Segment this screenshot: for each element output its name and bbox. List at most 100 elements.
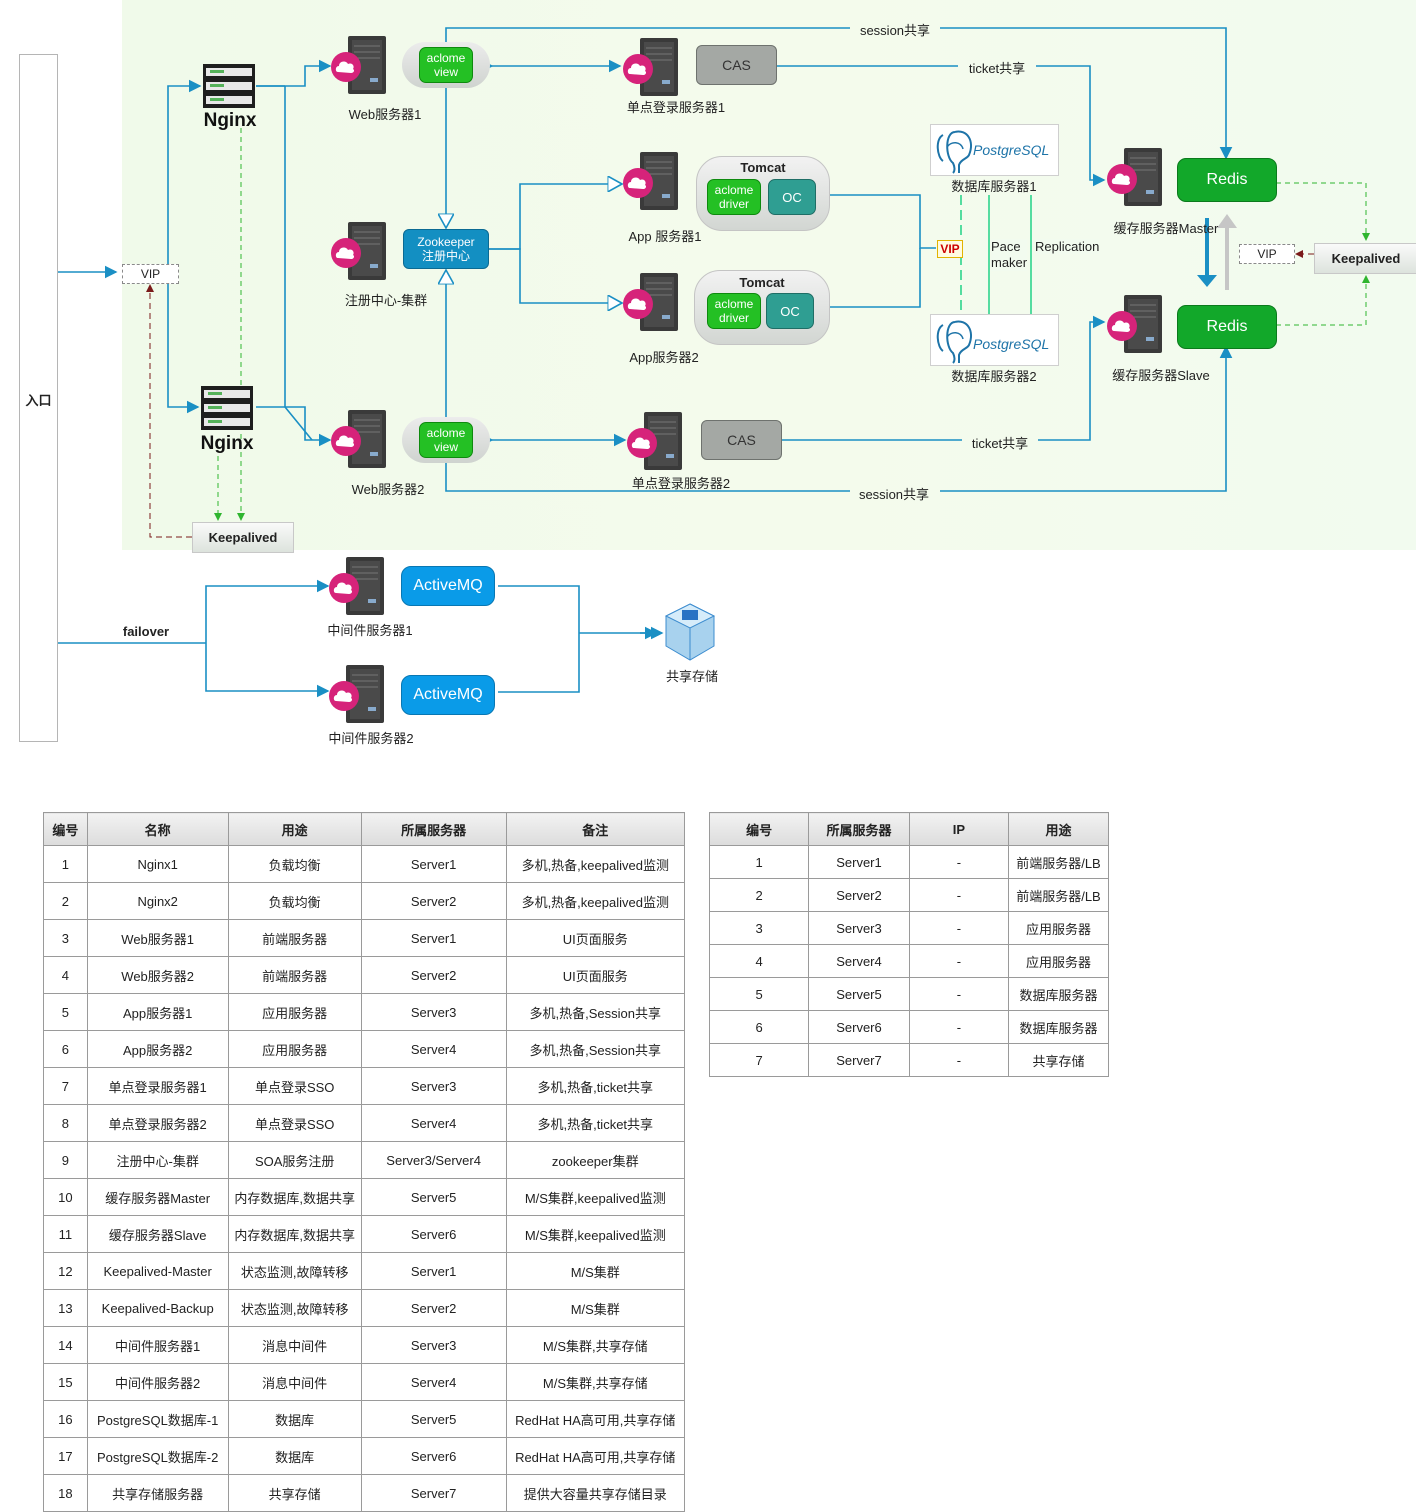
nginx1-rack-icon (202, 63, 256, 109)
component-table-cell: Server3 (360, 993, 507, 1031)
server-table-cell: 3 (708, 911, 810, 945)
server-table-header-cell: 编号 (708, 812, 810, 846)
component-table-cell: Server2 (360, 956, 507, 994)
component-table-cell: 内存数据库,数据共享 (227, 1215, 362, 1253)
db1-postgresql-logo: PostgreSQL (930, 124, 1059, 176)
component-table-cell: 单点登录SSO (227, 1104, 362, 1142)
component-table-cell: 单点登录服务器1 (86, 1067, 229, 1105)
app2-label: App服务器2 (629, 350, 699, 365)
ticket-share-bottom-label: ticket共享 (971, 436, 1029, 451)
component-table-cell: Keepalived-Backup (86, 1289, 229, 1327)
cache-slave-server-icon (1106, 293, 1172, 358)
session-share-bottom-label: session共享 (858, 487, 930, 502)
server-table-cell: Server5 (808, 977, 910, 1011)
pacemaker-label: Pace maker (991, 239, 1028, 271)
elephant-icon (936, 320, 973, 364)
architecture-diagram: 入口 (19, 0, 1416, 746)
component-table-cell: Server3 (360, 1067, 507, 1105)
cache-slave-label: 缓存服务器Slave (1112, 368, 1210, 383)
redis-slave: Redis (1177, 305, 1277, 349)
component-table-cell: 负载均衡 (227, 882, 362, 920)
component-table-cell: Web服务器1 (86, 919, 229, 957)
sso2-server-icon (626, 410, 692, 475)
component-table-cell: Server4 (360, 1104, 507, 1142)
component-table-header-cell: 名称 (86, 812, 229, 846)
failover-label: failover (122, 624, 170, 639)
component-table-cell: Nginx1 (86, 845, 229, 883)
ticket-share-top-label: ticket共享 (968, 61, 1026, 76)
web2-service-capsule: aclome view (402, 417, 490, 463)
sso1-label: 单点登录服务器1 (626, 100, 726, 115)
app2-tomcat-title: Tomcat (739, 275, 785, 290)
component-table-cell: 状态监测,故障转移 (227, 1252, 362, 1290)
component-table-cell: 数据库 (227, 1437, 362, 1475)
component-table-cell: M/S集群,共享存储 (505, 1326, 686, 1364)
component-table-cell: 5 (43, 993, 88, 1031)
server-table-cell: 前端服务器/LB (1007, 845, 1110, 879)
server-table-cell: 共享存储 (1007, 1043, 1110, 1077)
server-table-cell: Server4 (808, 944, 910, 978)
nginx2-label: Nginx (200, 433, 254, 454)
server-table-cell: 数据库服务器 (1007, 1010, 1110, 1044)
component-table-cell: 缓存服务器Master (86, 1178, 229, 1216)
db2-postgresql-logo: PostgreSQL (930, 314, 1059, 366)
server-table-header-cell: IP (908, 812, 1009, 846)
component-table-cell: Server2 (360, 1289, 507, 1327)
component-table-cell: 单点登录服务器2 (86, 1104, 229, 1142)
app1-oc: OC (768, 179, 816, 215)
component-table-cell: 多机,热备,keepalived监测 (505, 845, 686, 883)
db2-label: 数据库服务器2 (951, 369, 1037, 384)
server-table-cell: 数据库服务器 (1007, 977, 1110, 1011)
component-table-cell: M/S集群,keepalived监测 (505, 1215, 686, 1253)
server-table-cell: - (908, 1010, 1009, 1044)
app1-server-icon (622, 150, 688, 215)
server-table-cell: - (908, 944, 1009, 978)
app2-server-icon (622, 271, 688, 336)
vip-left: VIP (122, 264, 179, 284)
web2-server-icon (330, 408, 396, 473)
activemq2: ActiveMQ (401, 675, 495, 715)
component-table-cell: Server5 (360, 1178, 507, 1216)
server-table-header-cell: 所属服务器 (808, 812, 910, 846)
web1-service: aclome view (419, 47, 473, 83)
component-table-cell: UI页面服务 (505, 919, 686, 957)
server-table-cell: 4 (708, 944, 810, 978)
component-table-cell: 4 (43, 956, 88, 994)
keepalived-left: Keepalived (192, 522, 294, 553)
entry-bar (19, 54, 58, 742)
component-table-header-cell: 备注 (505, 812, 686, 846)
web2-service: aclome view (419, 422, 473, 458)
component-table-cell: Server6 (360, 1437, 507, 1475)
component-table-cell: 12 (43, 1252, 88, 1290)
component-table-cell: UI页面服务 (505, 956, 686, 994)
server-table-cell: 6 (708, 1010, 810, 1044)
component-table-header-cell: 编号 (43, 812, 88, 846)
component-table-cell: Server5 (360, 1400, 507, 1438)
component-table-header: 编号名称用途所属服务器备注 (43, 812, 686, 846)
component-table-cell: Server6 (360, 1215, 507, 1253)
app1-tomcat: Tomcat aclome driver OC (696, 156, 830, 231)
vip-redis: VIP (1239, 244, 1295, 264)
component-table-cell: 提供大容量共享存储目录 (505, 1474, 686, 1512)
component-table-cell: Server7 (360, 1474, 507, 1512)
component-table-cell: 单点登录SSO (227, 1067, 362, 1105)
component-table-cell: 17 (43, 1437, 88, 1475)
component-table-header-cell: 用途 (227, 812, 362, 846)
mq1-label: 中间件服务器1 (327, 623, 413, 638)
component-table-cell: App服务器1 (86, 993, 229, 1031)
web1-service-capsule: aclome view (402, 42, 490, 88)
db1-logo-text: PostgreSQL (973, 142, 1050, 158)
